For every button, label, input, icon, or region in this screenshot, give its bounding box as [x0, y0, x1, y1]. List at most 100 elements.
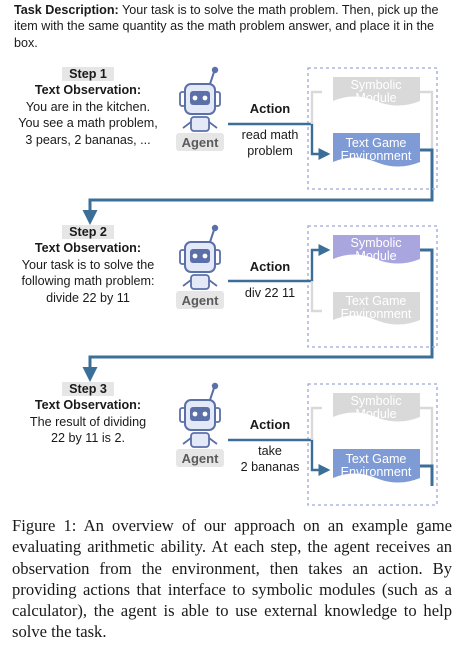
robot-arm-right [208, 437, 218, 445]
text-game-environment-box [333, 292, 420, 325]
symbolic-module-label: Module [355, 91, 396, 105]
agent-label: Agent [182, 293, 220, 308]
text-game-environment-label: Text Game [346, 294, 407, 308]
step-3-module-out [420, 406, 434, 470]
robot-face [190, 249, 210, 263]
robot-agent-icon: Agent [176, 224, 224, 309]
robot-antenna-tip [211, 66, 219, 74]
step-2-obs-heading: Text Observation: [34, 241, 142, 256]
text-game-environment-box [333, 133, 420, 167]
agent-label-bg [176, 133, 224, 151]
robot-eye [202, 253, 208, 259]
step-1-obs-line: You are in the kitchen. [25, 99, 151, 114]
robot-arm-right [208, 121, 218, 129]
agent-label: Agent [182, 135, 220, 150]
text-game-environment-label: Environment [341, 149, 412, 163]
robot-eye [202, 411, 208, 417]
symbolic-module-label: Module [355, 407, 396, 421]
robot-face [190, 407, 210, 421]
figure-caption: Figure 1: An overview of our approach on… [12, 516, 452, 642]
step-3-label: Step 3 [62, 382, 114, 396]
step-1-label: Step 1 [62, 67, 114, 81]
step-3-action-arrow [228, 438, 331, 476]
robot-body [190, 116, 210, 132]
step-3-obs-line: The result of dividing [29, 414, 147, 429]
step-3-observation: Step 3 Text Observation: The result of d… [4, 381, 172, 447]
step-3-module-arrow [310, 406, 322, 440]
step-2-action-arrow [228, 244, 331, 283]
step-1-observation: Step 1 Text Observation: You are in the … [4, 66, 172, 148]
robot-eye [192, 95, 198, 101]
task-description: Task Description: Your task is to solve … [14, 2, 454, 51]
robot-antenna [209, 229, 215, 243]
robot-eye [192, 411, 198, 417]
step-3-dashed-frame [307, 383, 438, 506]
step-2-action-heading: Action [250, 259, 291, 274]
step-3-obs-line: 22 by 11 is 2. [51, 431, 125, 446]
step-3-action-line: take [258, 444, 282, 458]
step-1-action-line: read math [242, 128, 299, 142]
text-game-environment-label: Environment [341, 307, 412, 321]
step-1-to-2-connector [82, 171, 434, 225]
robot-body [190, 432, 210, 448]
robot-arm-left [182, 437, 192, 445]
text-game-environment-label: Text Game [346, 136, 407, 150]
robot-antenna [209, 71, 215, 85]
step-1-dashed-frame [307, 67, 438, 190]
robot-arm-left [182, 279, 192, 287]
step-2-obs-line: following math problem: [21, 274, 155, 289]
agent-label-bg [176, 291, 224, 309]
text-game-environment-label: Environment [341, 465, 412, 479]
step-3-action-heading: Action [250, 417, 291, 432]
step-1-obs-heading: Text Observation: [34, 83, 142, 98]
robot-agent-icon: Agent [176, 382, 224, 467]
step-1-obs-line: 3 pears, 2 bananas, ... [25, 132, 151, 147]
step-1-module-out [420, 90, 434, 160]
step-2-dashed-frame [307, 225, 438, 348]
robot-arm-right [208, 279, 218, 287]
step-2-action-line: div 22 11 [245, 286, 295, 300]
text-game-environment-label: Text Game [346, 452, 407, 466]
robot-antenna-tip [211, 382, 219, 390]
robot-agent-icon: Agent [176, 66, 224, 151]
step-3-action-group: Action take 2 bananas Symbolic Module Te… [228, 383, 438, 506]
step-1-action-line: problem [247, 144, 293, 158]
agent-label: Agent [182, 451, 220, 466]
robot-antenna [209, 387, 215, 401]
task-text: Your task is to solve the math problem. … [14, 3, 439, 50]
step-1-action-heading: Action [250, 101, 291, 116]
step-2-module-out [420, 248, 434, 326]
step-2-observation: Step 2 Text Observation: Your task is to… [4, 224, 172, 306]
step-2-label: Step 2 [62, 225, 114, 239]
step-3-action-line: 2 bananas [241, 460, 300, 474]
step-3-env-out [420, 464, 434, 486]
text-game-environment-box [333, 449, 420, 483]
symbolic-module-label: Module [355, 249, 396, 263]
step-2-env-arrow [310, 281, 322, 313]
symbolic-module-label: Symbolic [350, 78, 401, 92]
robot-body [190, 274, 210, 290]
step-2-to-3-connector [82, 326, 434, 382]
step-3-obs-heading: Text Observation: [34, 398, 142, 413]
symbolic-module-box [333, 235, 420, 264]
symbolic-module-label: Symbolic [350, 394, 401, 408]
symbolic-module-box [333, 393, 420, 422]
step-1-env-out [420, 148, 434, 171]
robot-eye [192, 253, 198, 259]
robot-antenna-tip [211, 224, 219, 232]
robot-arm-left [182, 121, 192, 129]
step-1-module-arrow [310, 90, 322, 124]
step-1-obs-line: You see a math problem, [18, 116, 158, 131]
task-heading: Task Description: [14, 3, 119, 17]
robot-eye [202, 95, 208, 101]
step-2-obs-line: Your task is to solve the [21, 257, 155, 272]
agent-label-bg [176, 449, 224, 467]
step-2-action-group: Action div 22 11 Symbolic Module Text Ga… [228, 225, 438, 348]
symbolic-module-label: Symbolic [350, 236, 401, 250]
step-2-obs-line: divide 22 by 11 [46, 290, 130, 305]
symbolic-module-box [333, 77, 420, 106]
step-1-action-group: Action read math problem Symbolic Module… [228, 67, 438, 190]
step-1-action-arrow [228, 122, 331, 160]
robot-face [190, 91, 210, 105]
